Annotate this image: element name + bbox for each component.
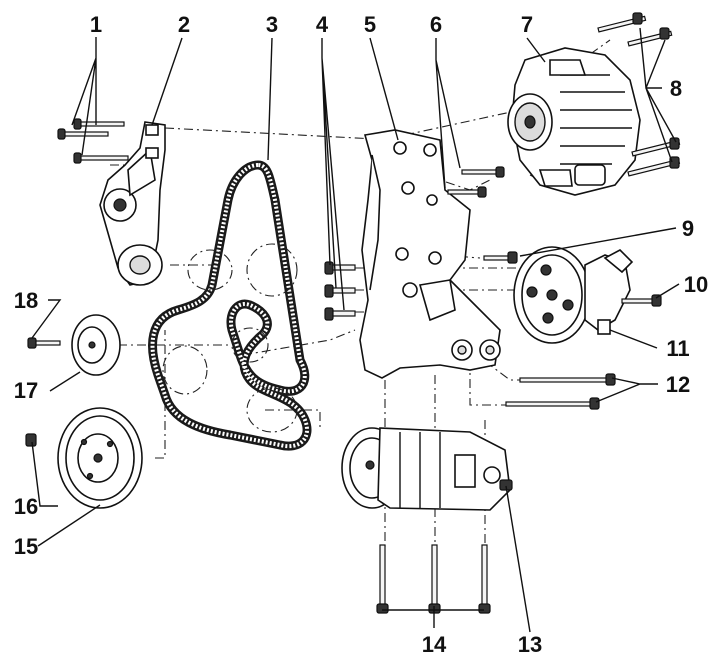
callout-8: 8 <box>670 76 682 101</box>
bolt-icon <box>428 544 441 614</box>
idler-bolt <box>27 337 61 349</box>
pulley-bolt <box>25 433 37 447</box>
callout-16: 16 <box>14 494 38 519</box>
callout-7: 7 <box>521 12 533 37</box>
bracket-nuts <box>324 261 356 321</box>
callout-13: 13 <box>518 632 542 657</box>
bolt-icon <box>461 166 505 178</box>
pump-bolt-rear <box>621 294 662 307</box>
bolt-icon <box>57 128 109 140</box>
nut-icon <box>324 284 356 298</box>
callout-12: 12 <box>666 372 690 397</box>
serpentine-belt <box>148 160 312 451</box>
nut-icon <box>324 261 356 275</box>
bolt-icon <box>505 397 600 410</box>
bracket-bolts <box>447 166 505 198</box>
callout-labels: 1 2 3 4 5 6 7 8 9 10 11 12 13 14 15 16 1… <box>14 12 708 657</box>
callout-11: 11 <box>666 336 689 361</box>
pump-bolt <box>483 251 518 264</box>
bolt-icon <box>597 12 647 33</box>
bolt-icon <box>519 373 616 386</box>
bolt-icon <box>73 118 125 130</box>
callout-2: 2 <box>178 12 190 37</box>
alternator-bolts <box>597 12 681 177</box>
crankshaft-pulley <box>57 407 143 509</box>
callout-4: 4 <box>316 12 329 37</box>
bolt-icon <box>478 544 491 614</box>
callout-18: 18 <box>14 288 38 313</box>
callout-1: 1 <box>90 12 102 37</box>
callout-6: 6 <box>430 12 442 37</box>
accessory-bracket <box>359 129 501 379</box>
alternator <box>507 47 641 196</box>
callout-10: 10 <box>684 272 708 297</box>
callout-14: 14 <box>422 632 447 657</box>
tensioner-bolts <box>57 118 129 164</box>
callout-3: 3 <box>266 12 278 37</box>
callout-15: 15 <box>14 534 38 559</box>
callout-9: 9 <box>682 216 694 241</box>
bolt-icon <box>631 137 681 157</box>
pulley-ghosts <box>162 243 298 433</box>
pump-long-bolts <box>505 373 616 410</box>
callout-17: 17 <box>14 378 38 403</box>
belt-tensioner <box>99 121 166 286</box>
nut-icon <box>324 307 356 321</box>
bolt-icon <box>447 186 487 198</box>
leader-lines <box>31 27 680 633</box>
bolt-icon <box>376 544 389 614</box>
compressor-bolts <box>376 544 491 614</box>
bolt-icon <box>627 27 673 47</box>
bolt-icon <box>73 152 129 164</box>
bolt-icon <box>627 156 681 177</box>
idler-pulley <box>71 314 121 376</box>
power-steering-pump <box>513 246 634 344</box>
ac-compressor <box>341 427 513 511</box>
callout-5: 5 <box>364 12 376 37</box>
